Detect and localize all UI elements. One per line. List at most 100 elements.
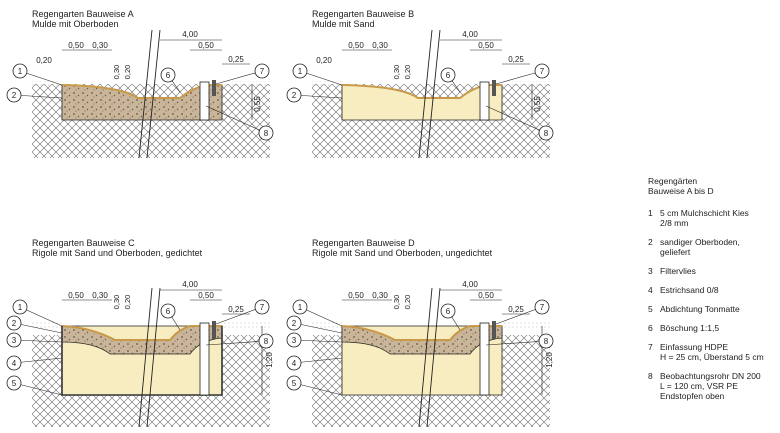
surface-right bbox=[502, 322, 550, 328]
callout-circle-5 bbox=[286, 375, 302, 391]
mulch-layer bbox=[61, 325, 222, 341]
dim-020-left: 0,20 bbox=[316, 56, 332, 65]
callout-circle-2 bbox=[6, 315, 22, 331]
callout-number-8: 8 bbox=[264, 129, 269, 138]
callout-leader bbox=[215, 306, 263, 325]
callout-number-1: 1 bbox=[18, 303, 23, 312]
hdpe-edging bbox=[212, 321, 216, 339]
callout-circle-6 bbox=[160, 67, 176, 83]
callout-number-6: 6 bbox=[166, 307, 171, 316]
break-line bbox=[426, 29, 441, 159]
callout-number-7: 7 bbox=[540, 67, 545, 76]
callout-circle-7 bbox=[534, 63, 550, 79]
callout-number-1: 1 bbox=[298, 303, 303, 312]
break-line bbox=[146, 29, 161, 159]
observation-pipe bbox=[199, 322, 210, 396]
callout-number-4: 4 bbox=[292, 359, 297, 368]
dim-030: 0,30 bbox=[372, 291, 388, 300]
dim-020-vert: 0,20 bbox=[403, 295, 412, 310]
surface-left bbox=[312, 81, 342, 87]
dim-025: 0,25 bbox=[508, 305, 524, 314]
callout-circle-6 bbox=[440, 303, 456, 319]
callout-circle-6 bbox=[440, 67, 456, 83]
callout-number-8: 8 bbox=[264, 337, 269, 346]
callout-number-2: 2 bbox=[292, 319, 297, 328]
callout-number-4: 4 bbox=[12, 359, 17, 368]
break-line bbox=[138, 287, 153, 428]
callout-circle-7 bbox=[534, 299, 550, 315]
break-line bbox=[138, 29, 153, 159]
dim-400: 4,00 bbox=[462, 280, 478, 289]
dim-020-vert: 0,20 bbox=[123, 295, 132, 310]
callout-leader bbox=[13, 382, 63, 396]
callout-circle-8 bbox=[258, 333, 274, 349]
callout-leader bbox=[495, 306, 543, 325]
callout-circle-2 bbox=[6, 87, 22, 103]
surface-left bbox=[32, 81, 62, 87]
hdpe-edging bbox=[492, 80, 496, 96]
break-line bbox=[418, 287, 433, 428]
break-line bbox=[418, 29, 433, 159]
callout-circle-8 bbox=[258, 125, 274, 141]
callout-number-6: 6 bbox=[446, 71, 451, 80]
callout-circle-4 bbox=[6, 355, 22, 371]
dim-050: 0,50 bbox=[68, 291, 84, 300]
callout-number-5: 5 bbox=[12, 379, 17, 388]
hdpe-edging bbox=[492, 321, 496, 339]
callout-circle-4 bbox=[286, 355, 302, 371]
callout-circle-6 bbox=[160, 303, 176, 319]
observation-pipe bbox=[199, 81, 210, 121]
callout-leader bbox=[293, 382, 343, 396]
dim-050b: 0,50 bbox=[198, 291, 214, 300]
callout-circle-3 bbox=[6, 332, 22, 348]
callout-circle-7 bbox=[254, 63, 270, 79]
callout-circle-2 bbox=[286, 87, 302, 103]
dim-050b: 0,50 bbox=[478, 41, 494, 50]
callout-number-2: 2 bbox=[12, 319, 17, 328]
callout-leader bbox=[293, 339, 343, 343]
dim-030-vert: 0,30 bbox=[112, 65, 121, 80]
callout-number-8: 8 bbox=[544, 129, 549, 138]
callout-circle-1 bbox=[292, 63, 308, 79]
callout-number-1: 1 bbox=[298, 67, 303, 76]
callout-number-6: 6 bbox=[446, 307, 451, 316]
callout-number-7: 7 bbox=[260, 303, 265, 312]
dim-050: 0,50 bbox=[68, 41, 84, 50]
mulch-layer bbox=[341, 325, 502, 341]
surface-left bbox=[312, 322, 342, 328]
callout-leader bbox=[299, 306, 343, 327]
hdpe-edging bbox=[212, 80, 216, 96]
callout-circle-1 bbox=[12, 63, 28, 79]
callout-number-5: 5 bbox=[292, 379, 297, 388]
dim-030: 0,30 bbox=[92, 291, 108, 300]
dim-055: 0,55 bbox=[533, 96, 542, 112]
dim-050b: 0,50 bbox=[478, 291, 494, 300]
callout-number-7: 7 bbox=[540, 303, 545, 312]
callout-leader bbox=[205, 340, 267, 346]
surface-right bbox=[222, 322, 270, 328]
callout-number-3: 3 bbox=[292, 336, 297, 345]
callout-circle-1 bbox=[292, 299, 308, 315]
legend-title: Regengärten Bauweise A bis D bbox=[648, 176, 714, 196]
callout-number-6: 6 bbox=[166, 71, 171, 80]
dim-055: 0,55 bbox=[253, 96, 262, 112]
observation-pipe bbox=[479, 322, 490, 396]
panel-c-title: Regengarten Bauweise C Rigole mit Sand u… bbox=[32, 238, 203, 258]
dim-025: 0,25 bbox=[508, 55, 524, 64]
dim-400: 4,00 bbox=[182, 280, 198, 289]
callout-number-3: 3 bbox=[12, 336, 17, 345]
callout-circle-8 bbox=[538, 125, 554, 141]
callout-number-2: 2 bbox=[292, 91, 297, 100]
callout-leader bbox=[13, 322, 63, 334]
